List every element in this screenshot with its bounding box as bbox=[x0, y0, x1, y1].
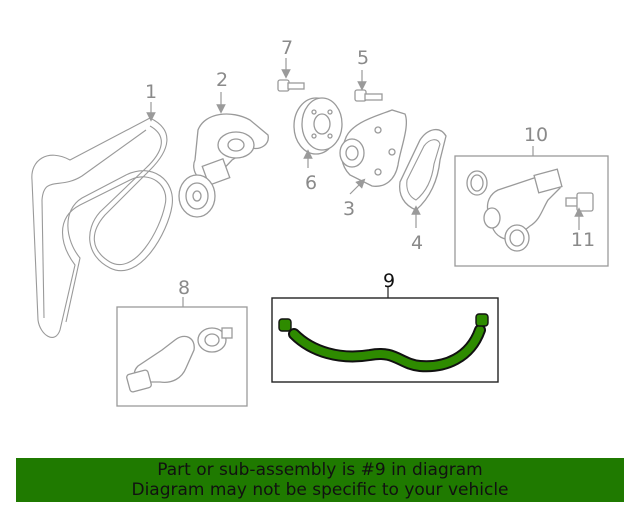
banner-line-1: Part or sub-assembly is #9 in diagram bbox=[157, 460, 483, 480]
part-1-drive-belt[interactable] bbox=[31, 117, 173, 338]
part-10-thermostat-housing[interactable] bbox=[466, 168, 563, 252]
part-5-bolt[interactable] bbox=[354, 89, 383, 102]
part-2-belt-tensioner[interactable] bbox=[178, 113, 269, 218]
callout-10: 10 bbox=[524, 124, 548, 146]
callout-5: 5 bbox=[357, 47, 369, 69]
callout-1: 1 bbox=[145, 81, 157, 103]
part-4-gasket[interactable] bbox=[398, 129, 447, 211]
part-9-box bbox=[271, 297, 499, 383]
callout-2: 2 bbox=[216, 69, 228, 91]
part-10-box bbox=[454, 155, 609, 267]
part-3-water-pump[interactable] bbox=[339, 109, 407, 187]
part-9-coolant-hose[interactable] bbox=[278, 313, 489, 373]
parts-diagram: 1 2 7 6 5 bbox=[31, 37, 609, 407]
part-11-sensor[interactable] bbox=[565, 192, 594, 212]
callout-4: 4 bbox=[411, 232, 423, 254]
part-8-thermostat-housing[interactable] bbox=[126, 327, 233, 393]
callout-8: 8 bbox=[178, 277, 190, 299]
callout-3: 3 bbox=[343, 198, 355, 220]
callout-6: 6 bbox=[305, 172, 317, 194]
part-6-water-pump-pulley[interactable] bbox=[293, 97, 343, 155]
callout-7: 7 bbox=[281, 37, 293, 59]
callout-11: 11 bbox=[571, 229, 595, 251]
callout-9: 9 bbox=[383, 270, 395, 292]
part-7-bolt[interactable] bbox=[277, 79, 305, 92]
banner-line-2: Diagram may not be specific to your vehi… bbox=[131, 480, 509, 500]
part-8-box bbox=[116, 306, 248, 407]
info-banner: Part or sub-assembly is #9 in diagram Di… bbox=[16, 458, 624, 502]
